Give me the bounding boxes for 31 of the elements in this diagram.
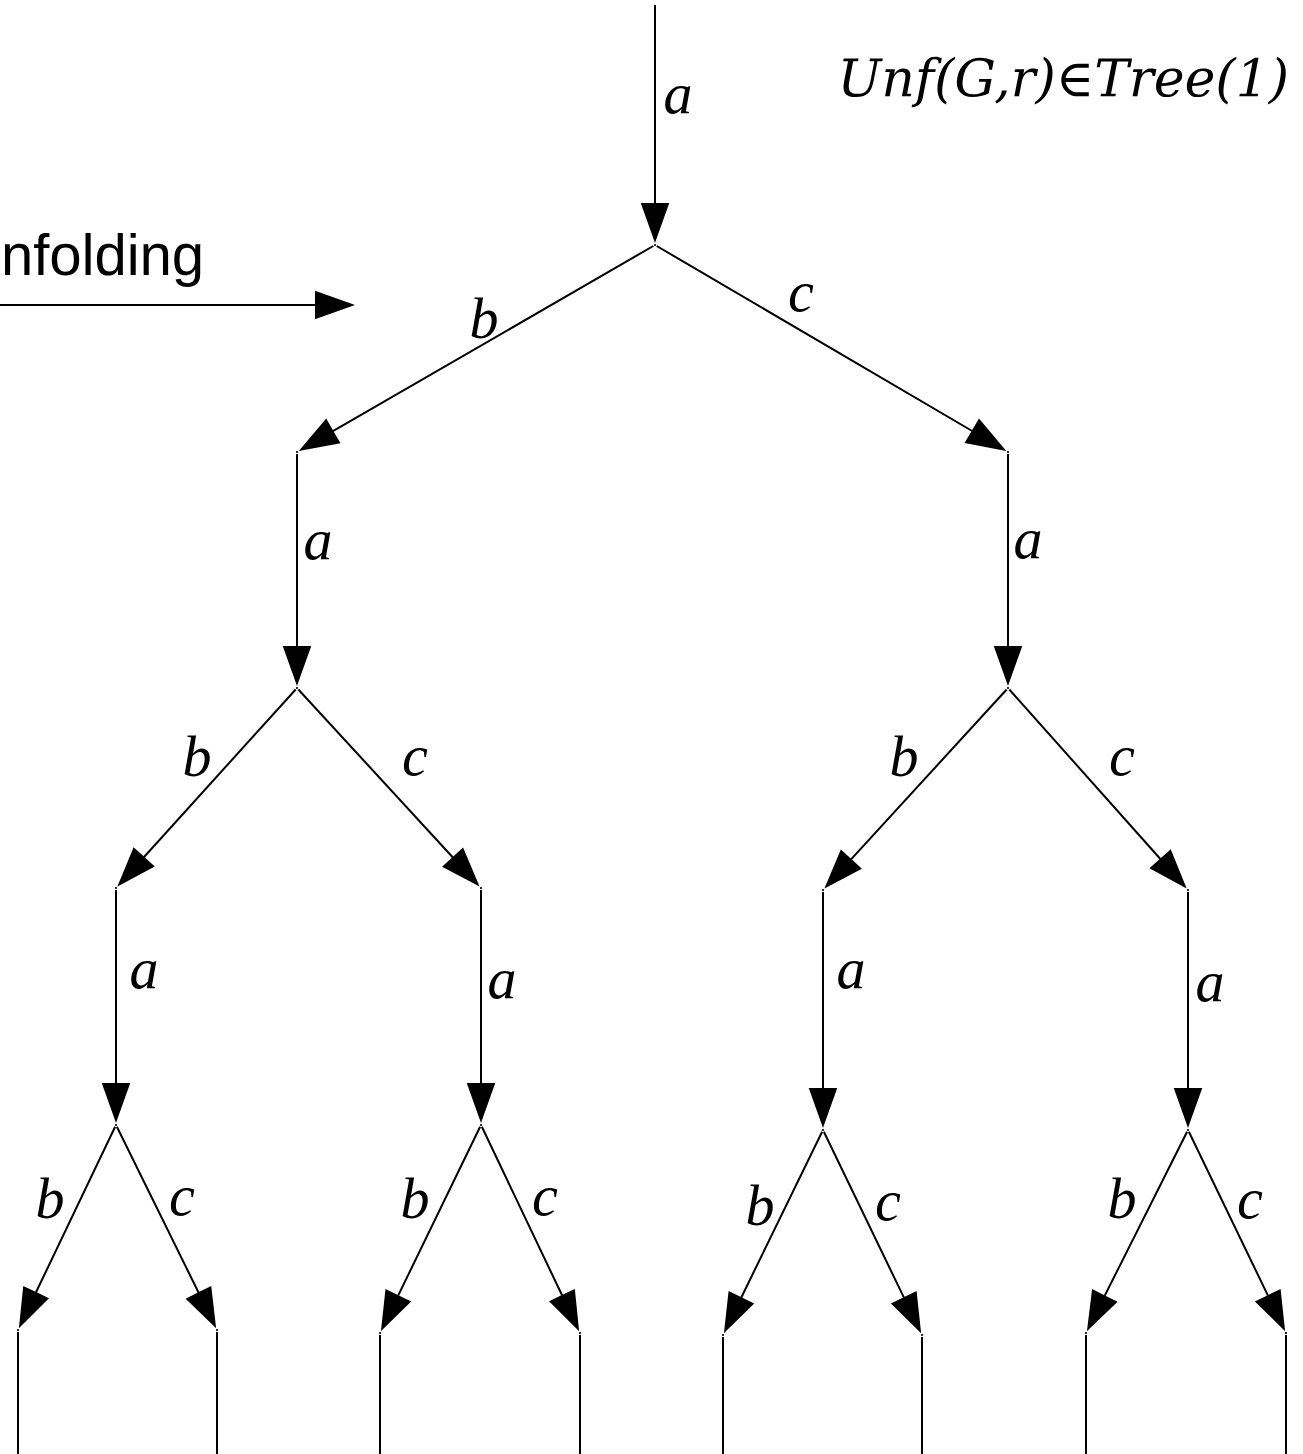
unfolding-label: nfolding	[4, 232, 201, 287]
edge-label: b	[184, 735, 210, 777]
edge-label: b	[37, 1177, 63, 1219]
edge-label: b	[891, 735, 917, 777]
edge-label: b	[1109, 1177, 1135, 1219]
line	[1085, 1334, 1087, 1454]
edge-label: a	[131, 961, 157, 989]
line	[722, 1336, 724, 1454]
edge-label: a	[1015, 531, 1041, 559]
edge-label: b	[747, 1184, 773, 1226]
edge-label: a	[838, 961, 864, 989]
line	[579, 1334, 581, 1454]
edge-label: c	[1110, 748, 1135, 776]
edge-label: c	[1238, 1191, 1263, 1219]
line	[216, 1331, 218, 1454]
edge-label: c	[170, 1188, 195, 1216]
line	[379, 1334, 381, 1454]
edge-label: a	[305, 532, 331, 560]
edge-label: a	[1197, 974, 1223, 1002]
line	[17, 1331, 19, 1454]
formula-label: Unf(G,r)∈Tree(1)	[843, 56, 1286, 108]
edge-label: a	[489, 971, 515, 999]
line	[1285, 1334, 1287, 1454]
edge-label: a	[665, 86, 691, 114]
edge-label: c	[789, 284, 814, 312]
edge-label: b	[402, 1177, 428, 1219]
line	[921, 1336, 923, 1454]
edge-label: c	[533, 1188, 558, 1216]
edge-label: b	[471, 297, 497, 339]
edge-label: c	[403, 748, 428, 776]
edge-label: c	[876, 1193, 901, 1221]
